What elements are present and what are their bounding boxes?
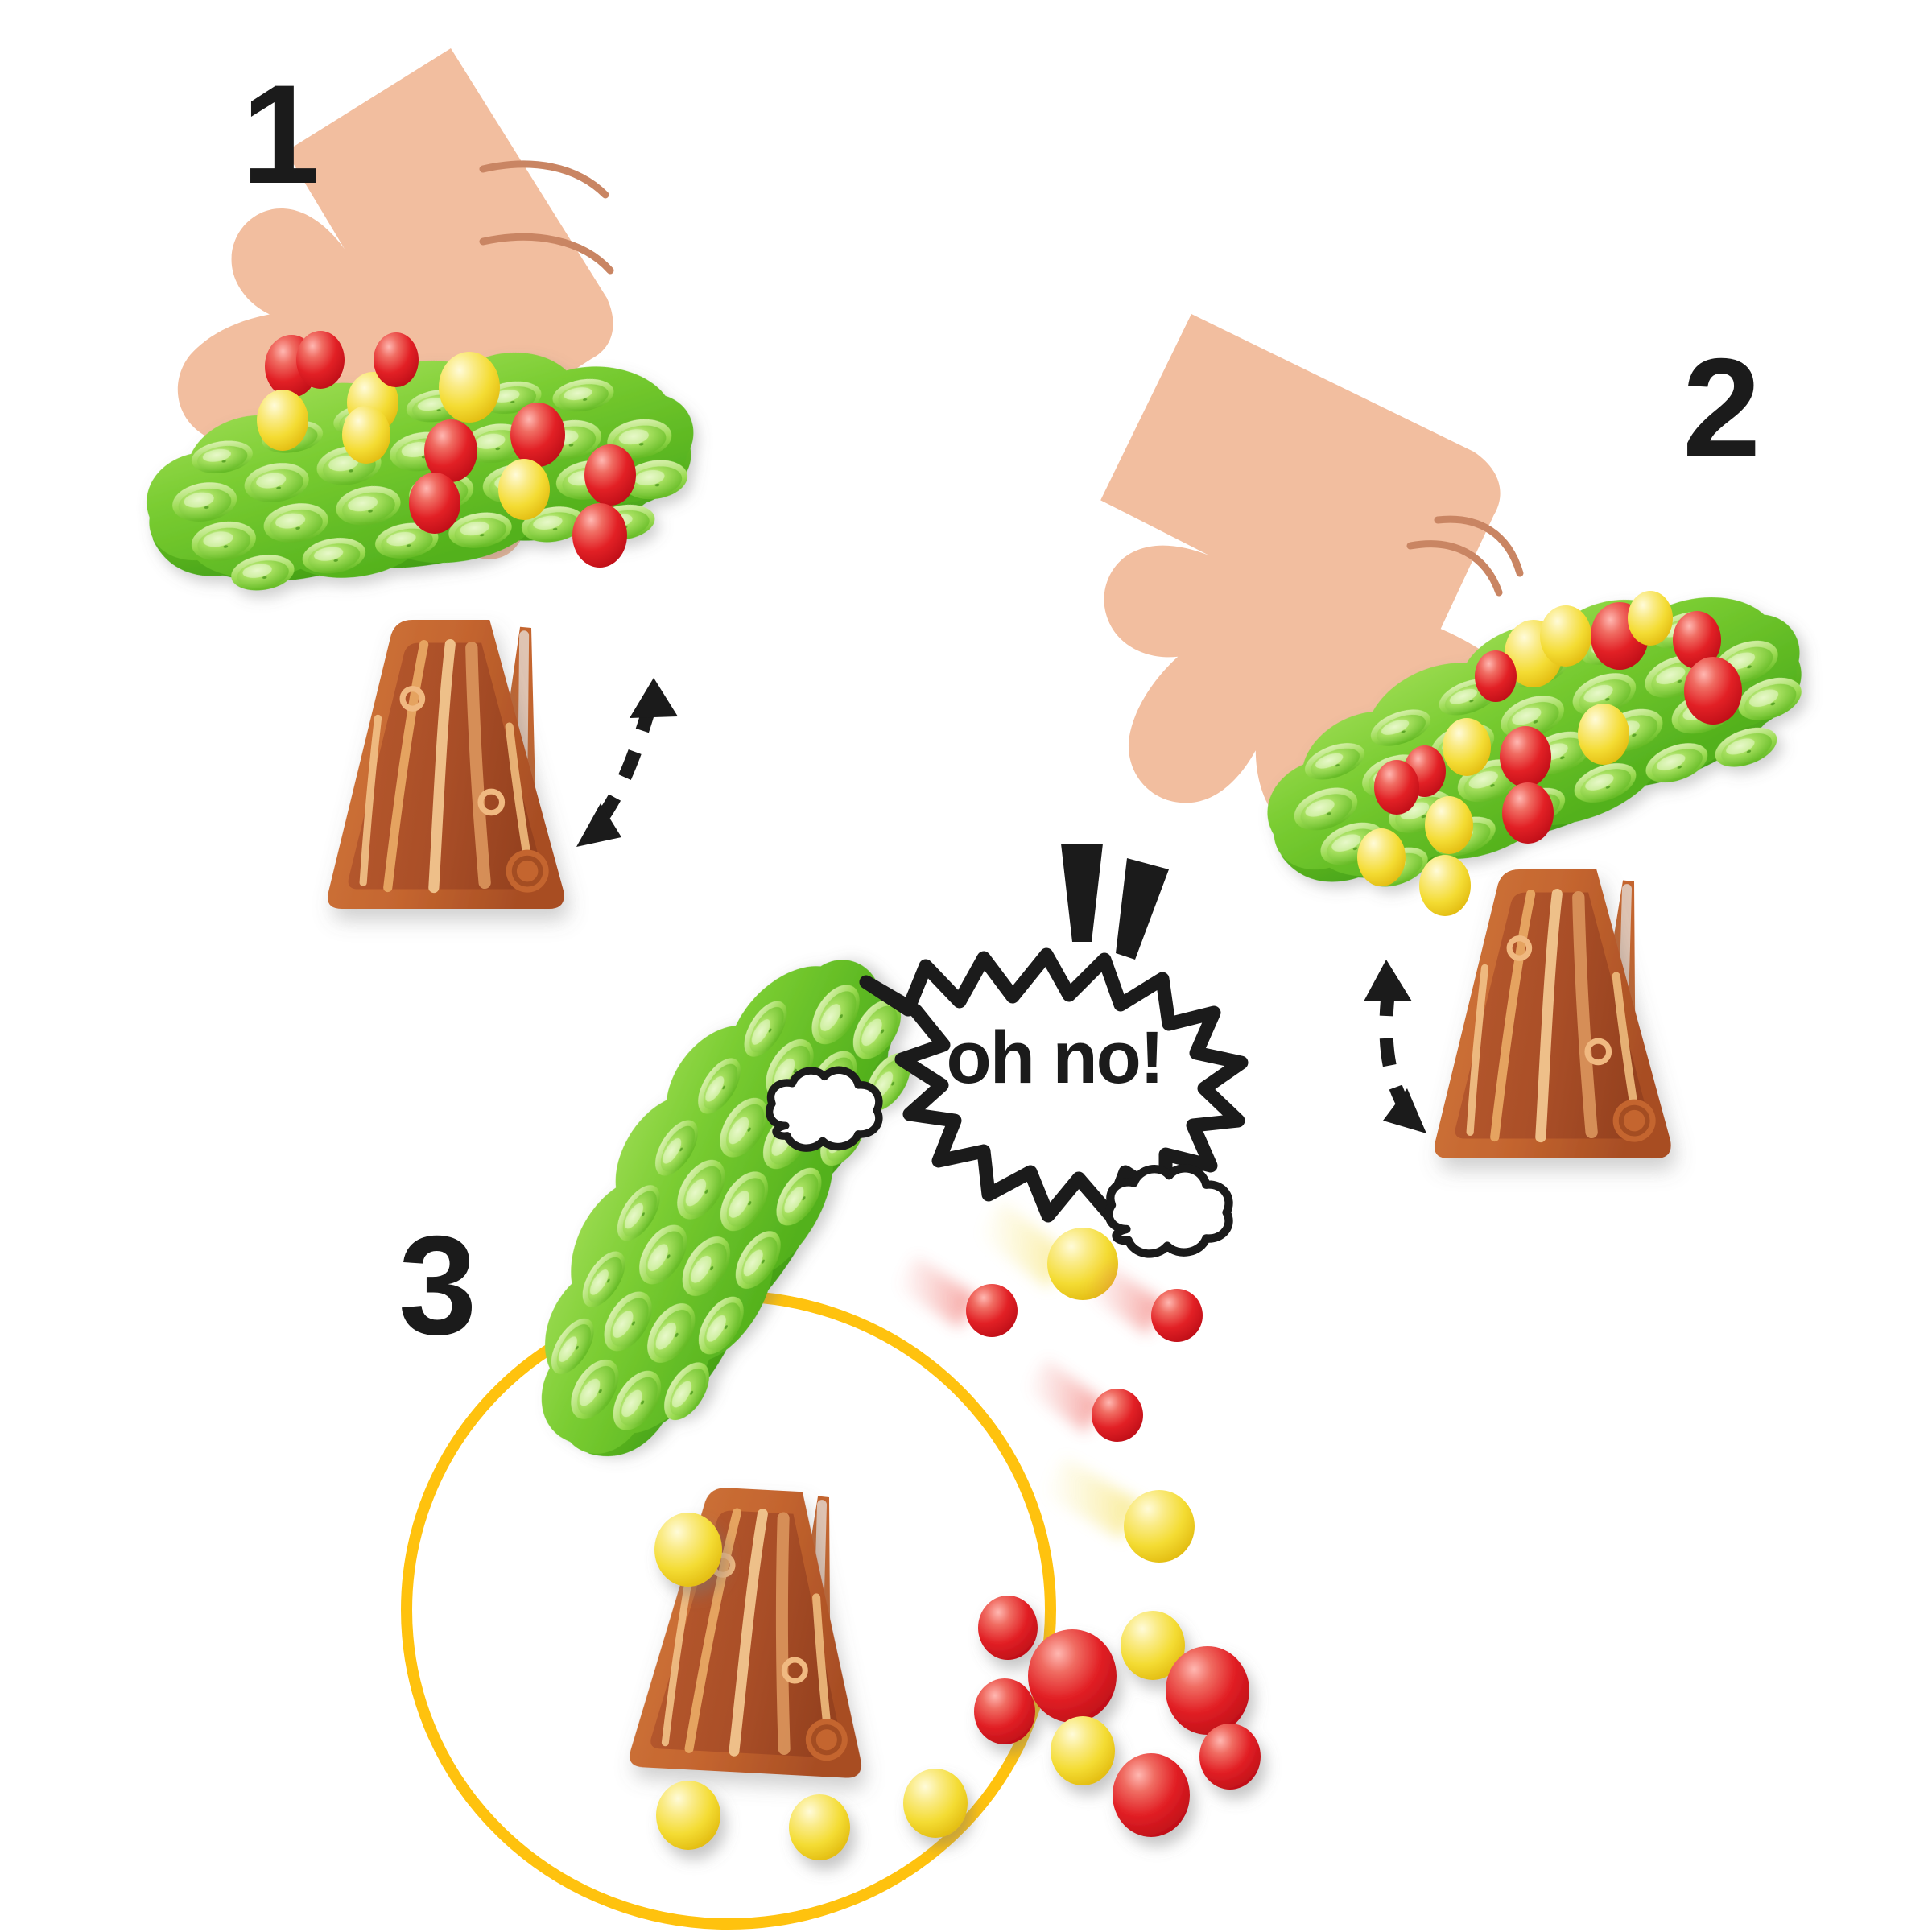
fruit-yellow (903, 1769, 968, 1838)
speech-bubble (770, 844, 1249, 1253)
fruit-yellow (656, 1781, 720, 1850)
fruit-yellow (498, 459, 550, 520)
fruit-red (1502, 782, 1554, 844)
fruit-red (374, 332, 419, 387)
step-2-illustration (995, 314, 1831, 1158)
scattered-fruit-balls-step3 (654, 1513, 1261, 1860)
fruit-red (1500, 726, 1551, 787)
speech-bubble-text: oh no! (946, 1017, 1165, 1099)
fruit-yellow (1443, 718, 1491, 776)
puff-cloud-icon-right (1108, 1168, 1228, 1253)
fruit-red (1166, 1646, 1249, 1735)
fruit-red (1374, 760, 1419, 815)
hand-crease-lines-step1 (479, 160, 614, 275)
fruit-red (1673, 611, 1721, 669)
fruit-red (296, 331, 345, 389)
falling-fruit-red (1085, 1262, 1203, 1342)
step-number-2: 2 (1682, 330, 1761, 487)
step-1-illustration (94, 48, 708, 909)
fruit-red (510, 402, 565, 467)
fruit-yellow (1357, 828, 1406, 886)
exclamation-marks-icon (1061, 844, 1169, 960)
step-number-1: 1 (242, 56, 320, 213)
step-number-3: 3 (398, 1208, 477, 1364)
fruit-red (1475, 650, 1517, 702)
tilt-arrow-step1 (576, 678, 678, 847)
fruit-red (1028, 1629, 1117, 1723)
hand-crease-lines-step2 (1406, 515, 1524, 597)
fruit-yellow (1540, 605, 1591, 667)
canopy-cells-step3 (543, 976, 920, 1439)
fruit-red (572, 503, 627, 568)
fruit-red (584, 444, 636, 506)
fruit-red (1684, 657, 1742, 724)
fruit-yellow (789, 1794, 850, 1860)
tilt-arrow-step2 (1364, 960, 1426, 1133)
tree-trunk-step2 (1435, 869, 1671, 1158)
fruit-red (1199, 1724, 1261, 1790)
falling-fruit-red (1026, 1359, 1143, 1442)
step-3-illustration (401, 908, 1261, 1930)
falling-fruit-balls-step3 (896, 1201, 1203, 1563)
fruit-yellow (257, 390, 308, 451)
fruit-yellow (1425, 796, 1473, 854)
fruit-red (409, 473, 460, 534)
fruit-red (978, 1596, 1038, 1660)
fruit-yellow (1121, 1611, 1185, 1680)
fruit-yellow (1578, 704, 1629, 765)
bubble-burst-shape (859, 947, 1249, 1223)
fruit-yellow (342, 406, 390, 464)
fruit-red (1113, 1753, 1190, 1837)
fruit-yellow (1051, 1716, 1115, 1785)
fruit-yellow (1419, 855, 1471, 916)
fruit-yellow (1628, 591, 1673, 646)
fruit-balls-step1 (257, 331, 636, 568)
puff-cloud-icon-left (770, 1070, 879, 1148)
fruit-yellow (439, 352, 500, 423)
fruit-red (424, 419, 477, 482)
falling-fruit-red (896, 1256, 1018, 1337)
fruit-yellow (654, 1513, 722, 1587)
fruit-balls-step2 (1357, 591, 1742, 916)
falling-fruit-yellow (1043, 1457, 1195, 1563)
fruit-red (974, 1678, 1035, 1744)
